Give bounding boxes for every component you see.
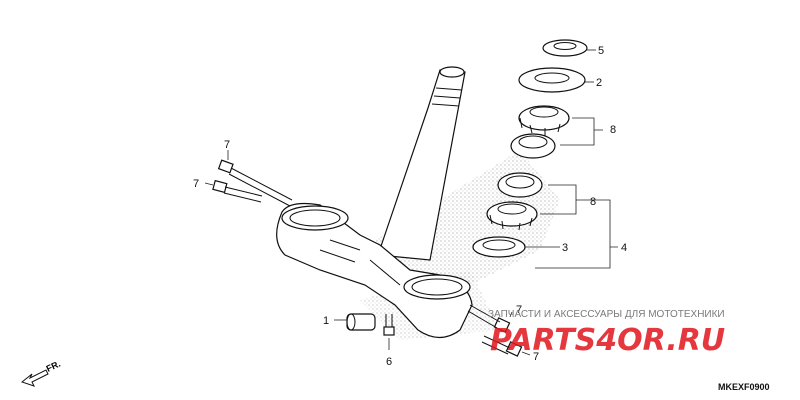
steering-stem-bottom-bridge (276, 202, 473, 339)
upper-bearing (518, 105, 570, 136)
bolt-upper-2 (212, 179, 263, 203)
callout-2: 2 (596, 77, 602, 89)
callout-3: 3 (562, 242, 568, 254)
callout-7-left: 7 (193, 178, 199, 190)
watermark-text: ЗАПЧАСТИ И АКСЕССУАРЫ ДЛЯ МОТОТЕХНИКИ (488, 309, 725, 320)
cable-clamp (346, 313, 376, 331)
front-direction-arrow-icon (20, 369, 49, 387)
callout-1: 1 (323, 315, 329, 327)
callout-6: 6 (386, 356, 392, 368)
leader-lines (204, 49, 618, 356)
bolt-upper-1 (217, 159, 293, 207)
steering-stem-shaft (377, 66, 466, 261)
dust-seal-washer (518, 67, 586, 93)
callout-8-lower: 8 (590, 196, 596, 208)
upper-bearing-race (510, 133, 556, 159)
lower-bearing (486, 201, 538, 231)
callout-7-right-top: 7 (516, 304, 522, 316)
callout-7-right-bottom: 7 (533, 351, 539, 363)
bolt-6 (383, 314, 395, 336)
callout-7-top: 7 (224, 139, 230, 151)
diagram-code: MKEXF0900 (718, 382, 770, 392)
bolt-lower-1 (467, 304, 511, 333)
callout-8-upper: 8 (610, 124, 616, 136)
dust-seal (472, 236, 526, 258)
callout-5: 5 (598, 45, 604, 57)
lower-bearing-race (497, 172, 543, 198)
dust-seal-nut (542, 39, 588, 57)
watermark-logo: PARTS4OR.RU (490, 323, 725, 358)
bolt-lower-2 (481, 335, 523, 357)
front-direction-label: FR. (45, 359, 62, 374)
callout-4: 4 (621, 242, 627, 254)
